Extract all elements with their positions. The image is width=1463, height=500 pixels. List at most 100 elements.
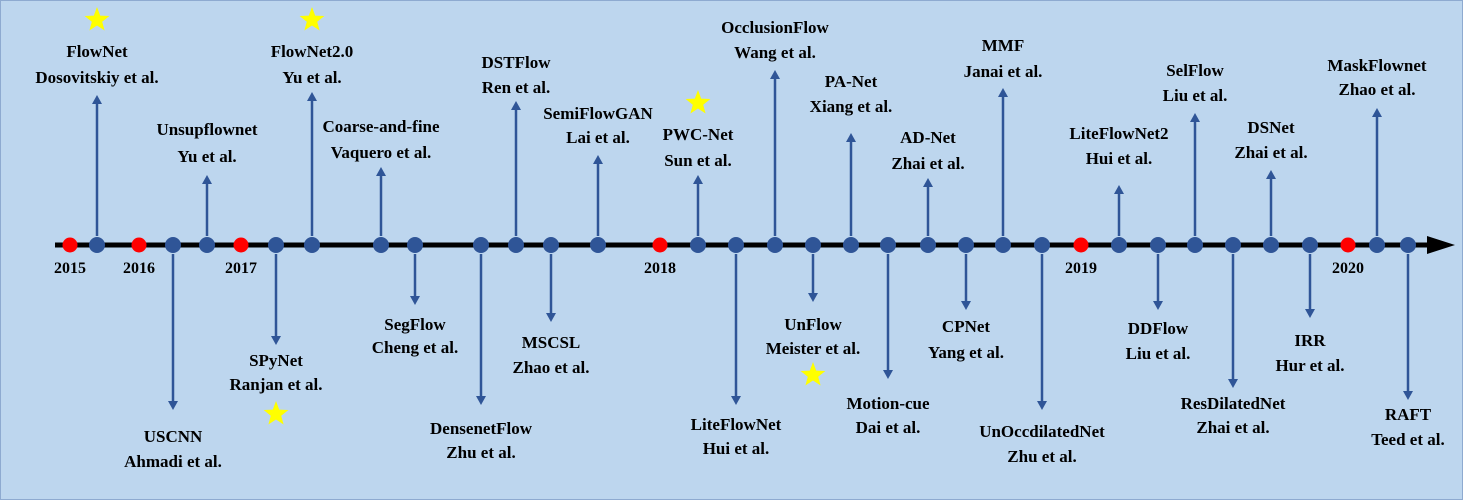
method-entry: RAFT Teed et al.	[1371, 237, 1445, 449]
method-node	[880, 237, 896, 253]
method-authors: Zhao et al.	[1339, 80, 1416, 99]
arrowhead	[961, 301, 971, 310]
method-name: AD-Net	[900, 128, 956, 147]
method-name: DensenetFlow	[430, 419, 533, 438]
arrowhead	[923, 178, 933, 187]
method-authors: Ren et al.	[482, 78, 550, 97]
method-authors: Teed et al.	[1371, 430, 1445, 449]
method-authors: Yu et al.	[282, 68, 341, 87]
arrowhead	[808, 293, 818, 302]
arrowhead	[168, 401, 178, 410]
year-label: 2019	[1065, 260, 1097, 277]
year-label: 2018	[644, 260, 676, 277]
method-node	[690, 237, 706, 253]
arrowhead	[307, 92, 317, 101]
method-authors: Yang et al.	[928, 343, 1004, 362]
method-name: MMF	[982, 36, 1024, 55]
method-name: PWC-Net	[663, 125, 734, 144]
method-name: IRR	[1294, 331, 1326, 350]
method-name: UnOccdilatedNet	[979, 422, 1105, 441]
method-name: CPNet	[942, 317, 990, 336]
method-authors: Yu et al.	[177, 147, 236, 166]
method-node	[199, 237, 215, 253]
method-node	[805, 237, 821, 253]
year-label: 2017	[225, 260, 257, 277]
method-node	[89, 237, 105, 253]
method-name: RAFT	[1385, 405, 1432, 424]
method-node	[543, 237, 559, 253]
method-authors: Hui et al.	[703, 439, 770, 458]
method-name: LiteFlowNet2	[1069, 124, 1168, 143]
method-name: Unsupflownet	[156, 120, 257, 139]
arrowhead	[376, 167, 386, 176]
arrowhead	[1403, 391, 1413, 400]
arrowhead	[731, 396, 741, 405]
method-authors: Janai et al.	[964, 62, 1043, 81]
method-name: SemiFlowGAN	[543, 104, 653, 123]
arrowhead	[693, 175, 703, 184]
method-node	[728, 237, 744, 253]
method-authors: Zhai et al.	[891, 154, 964, 173]
method-name: FlowNet	[66, 42, 128, 61]
highlight-star-icon	[800, 362, 826, 386]
method-node	[767, 237, 783, 253]
method-name: LiteFlowNet	[691, 415, 782, 434]
method-name: DSTFlow	[482, 53, 552, 72]
method-entry: MMF Janai et al.	[964, 36, 1043, 253]
year-node	[131, 237, 147, 253]
arrowhead	[883, 370, 893, 379]
year-label: 2016	[123, 260, 155, 277]
method-authors: Ranjan et al.	[229, 375, 322, 394]
year-label: 2020	[1332, 260, 1364, 277]
method-node	[1263, 237, 1279, 253]
method-authors: Liu et al.	[1163, 86, 1228, 105]
method-name: Coarse-and-fine	[322, 117, 440, 136]
method-authors: Zhu et al.	[446, 443, 515, 462]
method-node	[590, 237, 606, 253]
method-name: OcclusionFlow	[721, 18, 829, 37]
method-node	[958, 237, 974, 253]
method-node	[1302, 237, 1318, 253]
method-name: MSCSL	[522, 333, 581, 352]
method-node	[473, 237, 489, 253]
arrowhead	[511, 101, 521, 110]
method-name: FlowNet2.0	[271, 42, 354, 61]
method-node	[1225, 237, 1241, 253]
method-authors: Vaquero et al.	[331, 143, 432, 162]
method-authors: Cheng et al.	[372, 338, 458, 357]
year-node	[62, 237, 78, 253]
year-node	[1340, 237, 1356, 253]
method-authors: Dosovitskiy et al.	[35, 68, 158, 87]
arrowhead	[1266, 170, 1276, 179]
method-name: UnFlow	[784, 315, 842, 334]
arrowhead	[846, 133, 856, 142]
highlight-star-icon	[84, 7, 110, 31]
arrowhead	[271, 336, 281, 345]
method-entry: FlowNet2.0 Yu et al.	[271, 7, 354, 253]
highlight-star-icon	[685, 90, 711, 114]
arrowhead	[202, 175, 212, 184]
method-node	[1111, 237, 1127, 253]
method-name: DSNet	[1247, 118, 1295, 137]
method-node	[1369, 237, 1385, 253]
method-authors: Dai et al.	[856, 418, 921, 437]
method-authors: Wang et al.	[734, 43, 816, 62]
year-node	[1073, 237, 1089, 253]
method-name: ResDilatedNet	[1181, 394, 1286, 413]
method-name: PA-Net	[825, 72, 878, 91]
